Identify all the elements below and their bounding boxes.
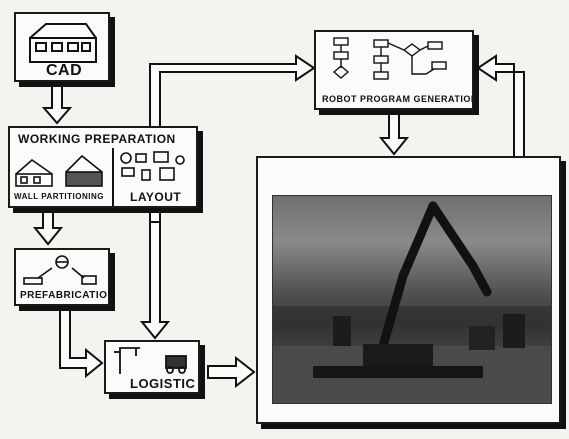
arrow-prefab-to-logistic	[60, 304, 102, 376]
robot-photo	[272, 195, 552, 404]
logistic-label: LOGISTIC	[130, 376, 195, 391]
arrow-robot-to-photo	[381, 110, 407, 154]
wall-partitioning-panel: WALL PARTITIONING	[12, 148, 114, 206]
working-preparation-node: WORKING PREPARATION WALL PARTITIONING	[8, 126, 198, 208]
arrow-photo-to-robot	[478, 56, 524, 158]
cad-node: CAD	[14, 12, 110, 82]
layout-label: LAYOUT	[130, 190, 181, 204]
flowchart-icon	[316, 32, 472, 90]
layout-panel: LAYOUT	[114, 148, 196, 206]
arrow-to-logistic	[142, 222, 168, 338]
cad-label: CAD	[46, 62, 82, 80]
arrow-working-prep-to-prefab	[35, 206, 61, 244]
robot-program-generation-label: ROBOT PROGRAM GENERATION	[322, 94, 478, 104]
arrow-cad-to-working-prep	[44, 84, 70, 123]
logistic-node: LOGISTIC	[104, 340, 200, 394]
crane-truck-icon	[106, 342, 198, 376]
robot-program-generation-node: ROBOT PROGRAM GENERATION	[314, 30, 474, 110]
prefabrication-label: PREFABRICATION	[20, 290, 115, 301]
wall-partitioning-label: WALL PARTITIONING	[14, 192, 104, 201]
prefabrication-node: PREFABRICATION	[14, 248, 110, 306]
robot-arm-image	[273, 196, 551, 403]
working-preparation-label: WORKING PREPARATION	[18, 132, 176, 146]
layout-icon	[114, 148, 196, 188]
arrow-logistic-to-photo	[208, 358, 254, 386]
house-icon	[16, 16, 108, 66]
prefabrication-icon	[16, 250, 108, 286]
wall-icon	[12, 148, 110, 188]
